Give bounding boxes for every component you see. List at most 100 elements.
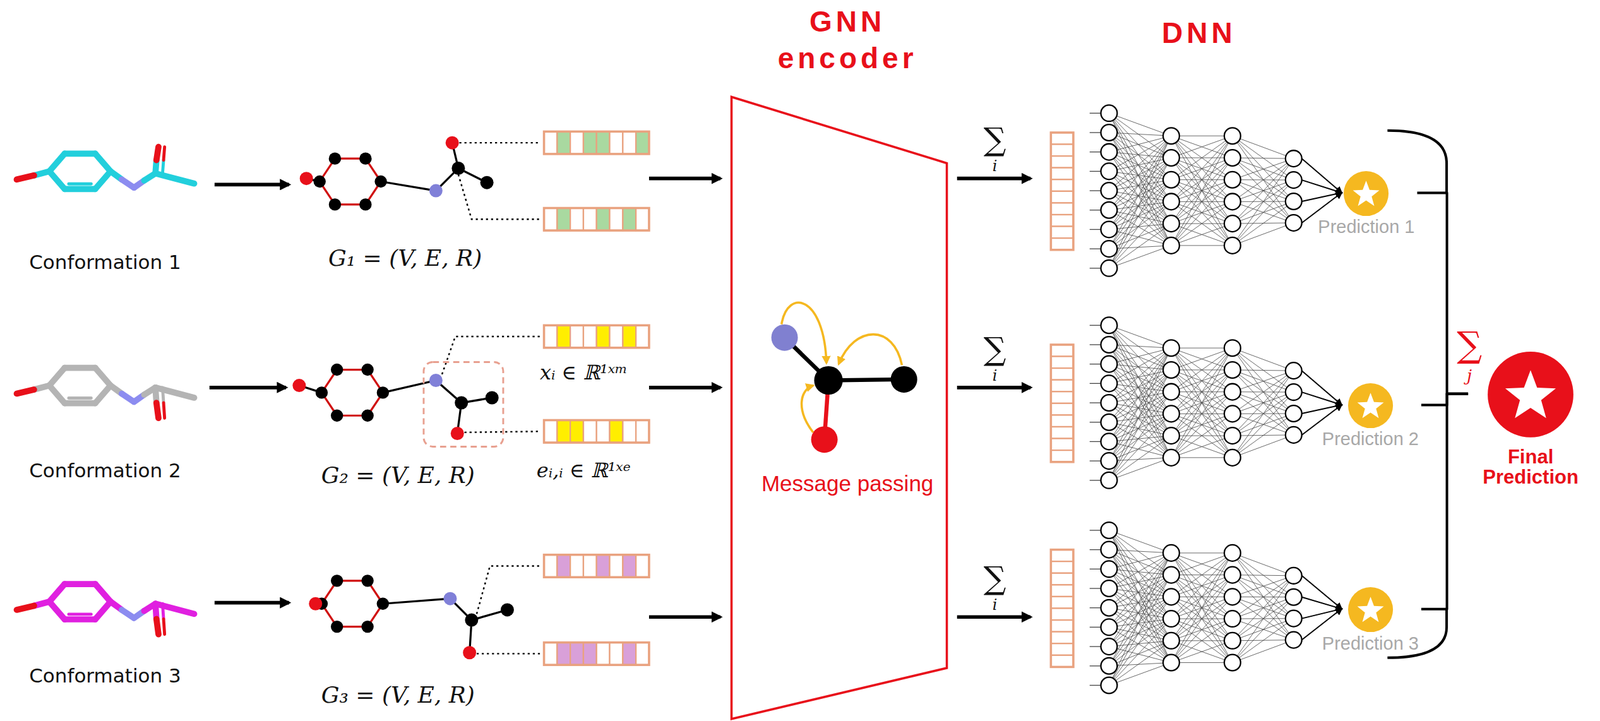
- bond-stick: [64, 616, 95, 623]
- weight-line: [1108, 325, 1172, 458]
- weight-line: [1108, 344, 1172, 348]
- flow-arrow: [957, 614, 1031, 619]
- weight-line: [1108, 575, 1172, 647]
- weight-line: [1232, 596, 1294, 640]
- neuron: [1285, 383, 1302, 401]
- prediction-node: Prediction 2: [1319, 382, 1422, 452]
- vector-cell: [583, 208, 597, 232]
- vector-cell: [596, 131, 610, 155]
- vector-cell: [556, 642, 571, 666]
- pooled-vector: [1050, 132, 1074, 251]
- weight-line: [1171, 179, 1233, 246]
- weight-line: [1232, 392, 1294, 436]
- weight-line: [1171, 552, 1233, 554]
- weight-line: [1232, 135, 1294, 180]
- weight-line: [1171, 347, 1233, 458]
- atom-node: [429, 184, 443, 198]
- weight-line: [1108, 179, 1172, 249]
- weight-line: [1108, 596, 1172, 627]
- star-icon: [1505, 370, 1556, 418]
- atom-node: [328, 198, 341, 211]
- neuron: [1101, 522, 1118, 539]
- weight-line: [1171, 347, 1233, 414]
- weight-line: [1171, 157, 1233, 246]
- weight-line: [1108, 347, 1172, 461]
- vector-cell: [1050, 414, 1074, 427]
- weight-line: [1108, 179, 1172, 211]
- neuron: [1285, 405, 1302, 422]
- vector-cell: [583, 419, 597, 443]
- input-tick: [1089, 171, 1102, 172]
- neuron: [1224, 588, 1241, 605]
- bond-edge: [382, 380, 436, 393]
- weight-line: [1108, 568, 1172, 619]
- weight-line: [1171, 553, 1233, 663]
- weight-line: [1171, 553, 1233, 619]
- dense-network: [1089, 104, 1342, 276]
- atom-node: [330, 620, 343, 633]
- atom-node: [485, 390, 499, 405]
- atom-node: [445, 136, 460, 150]
- weight-line: [1171, 413, 1233, 458]
- weight-line: [1232, 597, 1294, 663]
- output-arrow: [1301, 597, 1342, 610]
- vector-cell: [1050, 620, 1074, 633]
- neuron: [1163, 427, 1180, 444]
- flow-arrow: [957, 176, 1031, 181]
- input-tick: [1089, 131, 1102, 133]
- neuron: [1101, 657, 1118, 675]
- weight-line: [1108, 344, 1172, 458]
- weight-line: [1108, 413, 1172, 461]
- vector-cell: [609, 419, 624, 443]
- vector-cell: [609, 208, 624, 232]
- bond-stick: [95, 171, 111, 189]
- vector-cell: [609, 131, 624, 155]
- vector-cell: [622, 642, 636, 666]
- leader-line: [476, 652, 542, 655]
- weight-line: [1108, 596, 1172, 608]
- weight-line: [1108, 113, 1172, 202]
- input-tick: [1089, 587, 1102, 589]
- weight-line: [1108, 344, 1172, 436]
- weight-line: [1232, 618, 1294, 663]
- weight-line: [1171, 392, 1233, 458]
- sum-index: i: [992, 158, 998, 174]
- molecular-graph: [308, 565, 541, 660]
- weight-line: [1171, 223, 1233, 246]
- weight-line: [1108, 370, 1172, 442]
- neuron: [1224, 237, 1241, 254]
- input-tick: [1089, 190, 1102, 191]
- weight-line: [1171, 201, 1233, 245]
- weight-line: [1171, 618, 1233, 663]
- vector-cell: [544, 419, 558, 443]
- final-prediction-circle: [1468, 351, 1594, 439]
- weight-line: [1232, 158, 1294, 180]
- bond-stick: [49, 171, 65, 189]
- vector-cell: [1050, 238, 1074, 251]
- neuron: [1101, 260, 1118, 277]
- vector-cell: [609, 555, 624, 578]
- bond-stick: [68, 396, 92, 400]
- weight-line: [1108, 157, 1172, 172]
- vector-cell: [1050, 438, 1074, 451]
- vector-cell: [1050, 643, 1074, 656]
- prediction-disc: [1348, 383, 1393, 429]
- graph-node: [811, 426, 838, 453]
- weight-line: [1108, 370, 1172, 384]
- weight-line: [1108, 392, 1172, 442]
- weight-line: [1171, 347, 1233, 392]
- atom-node: [359, 152, 372, 165]
- vector-cell: [570, 325, 584, 348]
- weight-line: [1171, 370, 1233, 458]
- vector-cell: [1050, 561, 1074, 574]
- weight-line: [1171, 662, 1233, 663]
- vector-outline: [544, 208, 650, 232]
- weight-line: [1171, 135, 1233, 224]
- atom-node: [292, 378, 306, 393]
- vector-cell: [583, 325, 597, 348]
- neuron: [1285, 214, 1302, 232]
- input-tick: [1089, 460, 1102, 461]
- weight-line: [1232, 575, 1294, 598]
- neuron: [1101, 240, 1118, 257]
